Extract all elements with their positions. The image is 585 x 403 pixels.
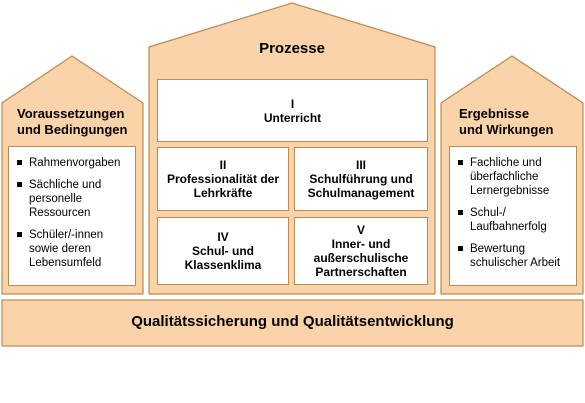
right-heading-line2: und Wirkungen (459, 122, 554, 137)
right-item-laufbahnerfolg: Schul-/ Laufbahnerfolg (456, 206, 572, 234)
box-partnerschaften-numeral: V (356, 223, 365, 237)
right-heading: Ergebnisse und Wirkungen (459, 106, 581, 138)
box-schulfuehrung-numeral: III (355, 158, 366, 172)
right-heading-line1: Ergebnisse (459, 106, 530, 121)
foundation-shape (1, 299, 584, 347)
box-unterricht-label: Unterricht (263, 110, 322, 125)
center-title: Prozesse (259, 40, 325, 57)
box-klima-numeral: IV (217, 230, 229, 244)
right-item-bewertung: Bewertung schulischer Arbeit (456, 242, 572, 270)
foundation-label: Qualitätssicherung und Qualitätsentwickl… (131, 313, 454, 330)
box-unterricht: I Unterricht (157, 79, 428, 142)
box-unterricht-numeral: I (290, 96, 295, 111)
right-item-lernergebnisse: Fachliche und überfachliche Lernergebnis… (456, 156, 572, 198)
left-heading-line1: Voraussetzungen (17, 106, 125, 121)
left-item-lebensumfeld: Schüler/-innen sowie deren Lebensumfeld (15, 228, 131, 270)
left-item-rahmenvorgaben: Rahmenvorgaben (15, 156, 131, 170)
box-schulfuehrung: III Schulführung und Schulmanagement (294, 147, 428, 211)
right-bullet-list: Fachliche und überfachliche Lernergebnis… (456, 156, 572, 270)
right-panel: Fachliche und überfachliche Lernergebnis… (449, 146, 577, 286)
left-heading: Voraussetzungen und Bedingungen (17, 106, 139, 138)
box-klima: IV Schul- und Klassenklima (157, 217, 289, 285)
box-professionalitaet: II Professionalität der Lehrkräfte (157, 147, 289, 211)
box-partnerschaften: V Inner- und außerschulische Partnerscha… (294, 217, 428, 285)
left-bullet-list: Rahmenvorgaben Sächliche und personelle … (15, 156, 131, 270)
left-panel: Rahmenvorgaben Sächliche und personelle … (8, 146, 136, 286)
left-item-ressourcen: Sächliche und personelle Ressourcen (15, 178, 131, 220)
left-heading-line2: und Bedingungen (17, 122, 128, 137)
box-professionalitaet-numeral: II (219, 158, 227, 172)
